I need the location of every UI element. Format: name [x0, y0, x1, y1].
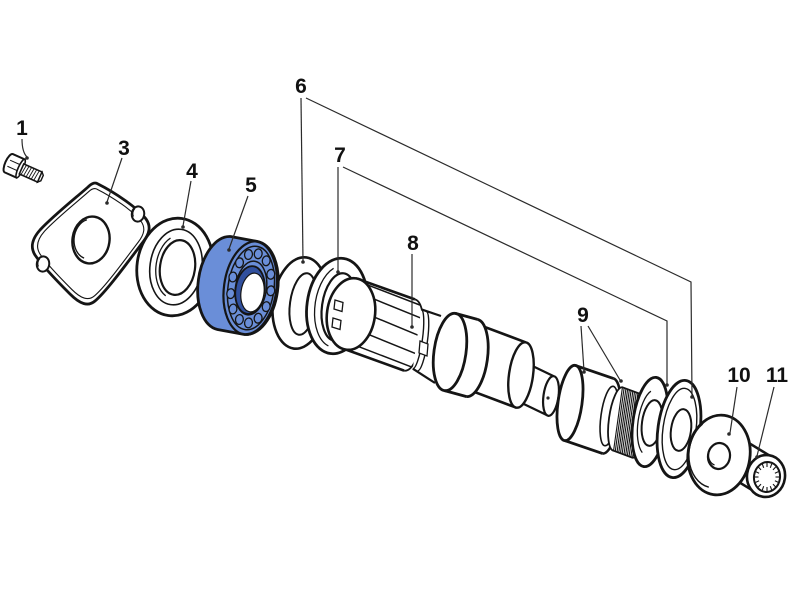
flange-center-hole [71, 215, 111, 265]
part-label-8: 8 [407, 232, 419, 255]
leader-part-5 [228, 195, 249, 250]
leader-part-3 [106, 157, 123, 203]
part-label-7: 7 [334, 144, 346, 167]
leader-part-6-left [300, 97, 304, 262]
leader-part-1 [21, 138, 28, 158]
part-flat-washer [686, 413, 752, 497]
flange-bolt-hole-bottom [35, 255, 51, 273]
leader-part-9-a [580, 325, 585, 372]
shaft-end-face [325, 276, 377, 352]
flange-bolt-hole-top [130, 205, 146, 223]
part-roller-bearing-highlighted [196, 235, 280, 336]
part-splined-pto-shaft [325, 276, 561, 417]
part-label-3: 3 [118, 137, 130, 160]
leader-lines [21, 97, 775, 459]
part-label-5: 5 [245, 174, 257, 197]
part-label-9: 9 [577, 304, 589, 327]
part-label-1: 1 [16, 117, 28, 140]
shaft-keyway-notch [418, 340, 429, 357]
leader-part-10 [729, 386, 738, 434]
leader-part-4 [182, 180, 192, 227]
leader-part-9-b [587, 325, 621, 381]
part-hex-bolt [2, 153, 45, 184]
leader-part-6-right [305, 97, 693, 397]
part-label-11: 11 [766, 364, 789, 387]
part-label-10: 10 [727, 364, 750, 387]
leader-part-7-right [342, 166, 668, 384]
part-label-4: 4 [186, 160, 198, 183]
bushing-spline-teeth [754, 462, 780, 492]
part-labels: 1 3 4 5 6 7 8 9 10 11 [16, 75, 788, 387]
leader-part-11 [756, 386, 775, 457]
part-mounting-flange-plate [30, 181, 151, 306]
part-label-6: 6 [295, 75, 307, 98]
shaft-center-hole [546, 396, 550, 400]
bearing-rollers [226, 248, 276, 329]
